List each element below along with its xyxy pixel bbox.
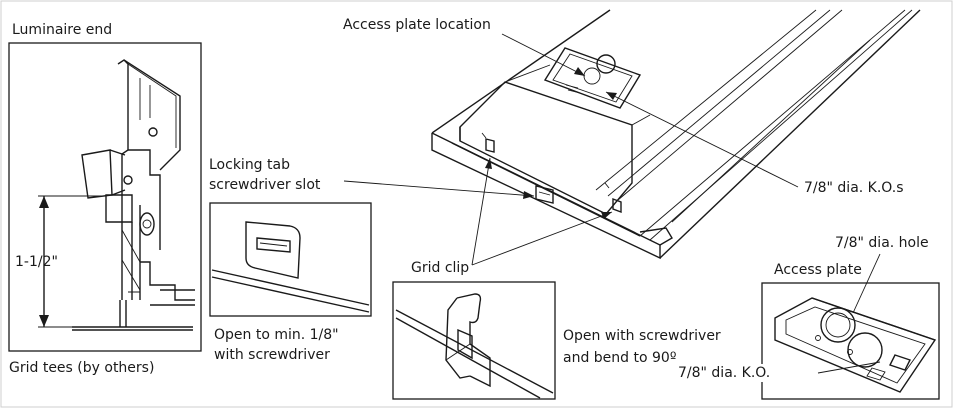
open-bend-label-line1: Open with screwdriver [563, 328, 721, 344]
locking-tab-label-line1: Locking tab [209, 157, 290, 173]
grid-clip-detail [392, 281, 556, 400]
access-plate-location-label: Access plate location [343, 17, 491, 33]
grid-tees-label: Grid tees (by others) [9, 360, 155, 376]
ko-label: 7/8" dia. K.O. [676, 364, 773, 382]
open-bend-label-line2: and bend to 90º [563, 350, 677, 366]
callout-grid-clip-2 [471, 211, 613, 266]
callout-access-location [501, 33, 586, 77]
ko-s-label: 7/8" dia. K.O.s [804, 180, 904, 196]
open-min-label-line1: Open to min. 1/8" [214, 327, 339, 343]
callout-lines [343, 33, 881, 374]
callout-hole [852, 253, 881, 314]
luminaire-main-view [431, 9, 921, 260]
access-plate-detail [761, 282, 940, 400]
callout-grid-clip-1 [471, 157, 491, 266]
dimension-label: 1-1/2" [15, 254, 58, 270]
hole-label: 7/8" dia. hole [833, 234, 931, 252]
locking-tab-box [209, 202, 372, 317]
callout-locking-tab [343, 180, 535, 197]
callout-ko [817, 361, 881, 374]
luminaire-end-detail [8, 42, 202, 352]
locking-tab-label-line2: screwdriver slot [209, 177, 321, 193]
luminaire-end-label: Luminaire end [12, 22, 113, 38]
access-plate-label: Access plate [774, 262, 862, 278]
locking-tab-detail [209, 202, 372, 317]
grid-clip-label: Grid clip [411, 260, 470, 276]
open-min-label-line2: with screwdriver [214, 347, 330, 363]
luminaire-end-box [8, 42, 202, 352]
callout-ko-s [605, 91, 799, 188]
